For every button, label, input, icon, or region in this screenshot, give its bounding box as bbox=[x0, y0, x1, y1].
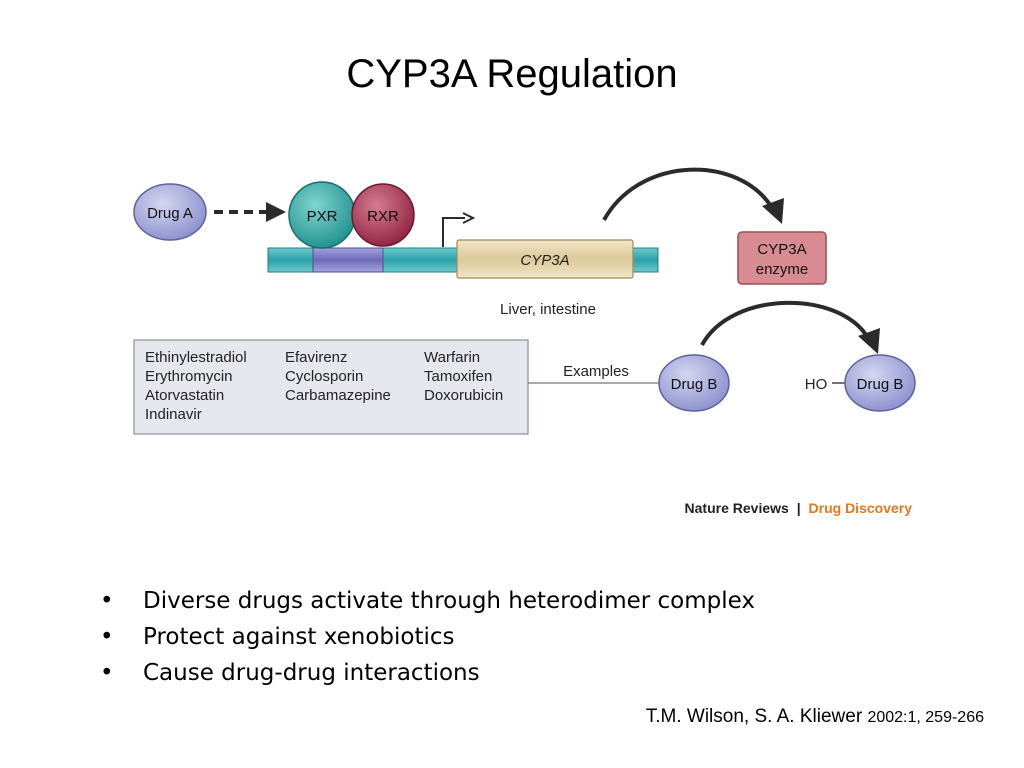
expression-curved-arrow bbox=[602, 167, 774, 221]
hydroxylated-drug-b-node: Drug B bbox=[844, 354, 916, 412]
credit-journal: Nature Reviews bbox=[685, 500, 789, 516]
drug-example: Carbamazepine bbox=[285, 387, 391, 404]
drug-example: Indinavir bbox=[145, 406, 202, 423]
drug-example: Warfarin bbox=[424, 349, 480, 366]
drug-a-label: Drug A bbox=[147, 205, 193, 222]
enzyme-label-line2: enzyme bbox=[756, 261, 809, 278]
figure-credit: Nature Reviews | Drug Discovery bbox=[685, 500, 913, 516]
activation-dashed-arrow bbox=[214, 202, 286, 222]
drug-example: Ethinylestradiol bbox=[145, 349, 247, 366]
metabolite-label: Drug B bbox=[857, 376, 904, 393]
slide-title: CYP3A Regulation bbox=[346, 52, 678, 96]
examples-column-2: Efavirenz Cyclosporin Carbamazepine bbox=[285, 349, 391, 404]
expression-arrow-head bbox=[762, 198, 784, 224]
transcription-start-arrow bbox=[442, 212, 476, 247]
drug-example: Tamoxifen bbox=[424, 368, 492, 385]
examples-box: Ethinylestradiol Erythromycin Atorvastat… bbox=[133, 339, 529, 435]
enzyme-label-line1: CYP3A bbox=[757, 241, 806, 258]
credit-separator: | bbox=[797, 500, 801, 516]
rxr-node: RXR bbox=[351, 183, 415, 247]
bullet-text: Cause drug-drug interactions bbox=[143, 660, 480, 686]
bullet-item: •Protect against xenobiotics bbox=[100, 624, 455, 650]
cyp3a-regulation-diagram: Drug A CYP3A PXR RXR CYP3A enzyme Liver,… bbox=[133, 167, 916, 516]
examples-column-1: Ethinylestradiol Erythromycin Atorvastat… bbox=[145, 349, 247, 423]
bullet-list: •Diverse drugs activate through heterodi… bbox=[100, 583, 755, 691]
bullet-text: Diverse drugs activate through heterodim… bbox=[143, 588, 756, 614]
drug-example: Doxorubicin bbox=[424, 387, 503, 404]
cyp3a-enzyme-node: CYP3A enzyme bbox=[737, 231, 827, 285]
drug-b-node: Drug B bbox=[658, 354, 730, 412]
drug-b-label: Drug B bbox=[671, 376, 718, 393]
bullet-item: •Diverse drugs activate through heterodi… bbox=[100, 588, 756, 614]
bullet-text: Protect against xenobiotics bbox=[143, 624, 455, 650]
citation: T.M. Wilson, S. A. Kliewer 2002:1, 259-2… bbox=[646, 706, 984, 728]
examples-label: Examples bbox=[563, 363, 629, 380]
metabolism-curved-arrow bbox=[700, 300, 870, 346]
response-element bbox=[312, 247, 384, 273]
drug-example: Erythromycin bbox=[145, 368, 233, 385]
cyp3a-gene-box bbox=[456, 239, 634, 279]
citation-reference: 2002:1, 259-266 bbox=[867, 709, 984, 726]
citation-authors: T.M. Wilson, S. A. Kliewer bbox=[645, 706, 863, 727]
drug-example: Atorvastatin bbox=[145, 387, 224, 404]
svg-text:Nature Reviews | D: Nature Reviews | Drug Discovery bbox=[685, 500, 913, 516]
bullet-item: •Cause drug-drug interactions bbox=[100, 660, 480, 686]
cyp3a-gene-label: CYP3A bbox=[520, 252, 569, 269]
drug-example: Efavirenz bbox=[285, 349, 348, 366]
pxr-node: PXR bbox=[288, 181, 356, 249]
tissue-label: Liver, intestine bbox=[500, 301, 596, 318]
rxr-label: RXR bbox=[367, 208, 399, 225]
drug-a-node: Drug A bbox=[133, 183, 207, 241]
pxr-label: PXR bbox=[307, 208, 338, 225]
hydroxyl-label: HO bbox=[805, 376, 828, 393]
metabolism-arrow-head bbox=[858, 328, 880, 354]
drug-example: Cyclosporin bbox=[285, 368, 363, 385]
examples-column-3: Warfarin Tamoxifen Doxorubicin bbox=[424, 349, 503, 404]
dna-strand: CYP3A bbox=[267, 239, 659, 279]
credit-section: Drug Discovery bbox=[809, 500, 913, 516]
